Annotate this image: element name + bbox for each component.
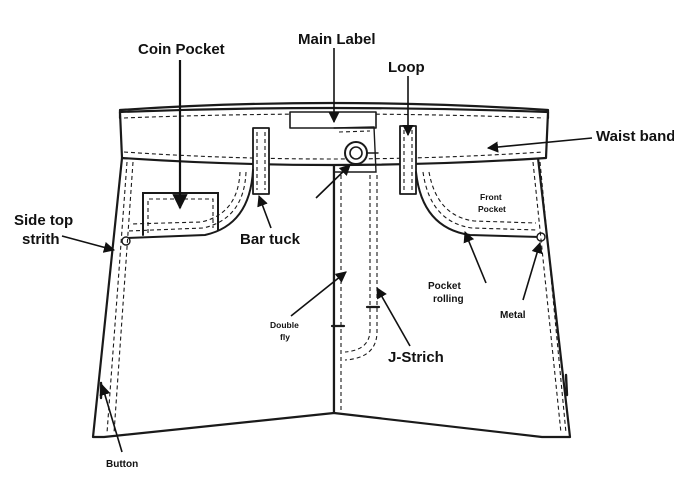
main-label: [289, 111, 377, 129]
left-front-pocket: [125, 169, 254, 239]
button-arrow-top: [315, 164, 351, 199]
label-coin-pocket: Coin Pocket: [138, 41, 225, 58]
label-waist-band: Waist band: [596, 128, 674, 145]
label-loop: Loop: [388, 59, 425, 76]
label-main-label: Main Label: [298, 31, 376, 48]
button-arrow-bottom: [99, 383, 123, 453]
label-j-stitch: J-Strich: [388, 349, 444, 366]
bar-tuck-arrow: [257, 194, 272, 229]
label-double-fly-1: Double: [270, 320, 299, 330]
label-pocket-rolling-2: rolling: [433, 294, 464, 305]
metal-arrow: [522, 241, 543, 301]
left-belt-loop: [252, 127, 270, 195]
label-front-pocket-1: Front: [480, 192, 502, 202]
left-rivet: [121, 236, 131, 246]
waistband: [118, 106, 550, 167]
pocket-rolling-arrow: [463, 230, 487, 284]
left-side-seam: [106, 161, 128, 434]
label-bar-tuck: Bar tuck: [240, 231, 301, 248]
label-metal: Metal: [500, 310, 526, 321]
double-fly-arrow: [290, 271, 347, 317]
label-front-pocket-2: Pocket: [478, 204, 506, 214]
label-pocket-rolling-1: Pocket: [428, 281, 461, 292]
label-button: Button: [106, 459, 138, 470]
fly-shield: [333, 126, 377, 173]
label-side-top-2: strith: [22, 231, 60, 248]
label-side-top-1: Side top: [14, 212, 73, 229]
j-stitch: [344, 175, 371, 353]
button-top: [344, 141, 368, 165]
label-double-fly-2: fly: [280, 332, 290, 342]
right-side-seam: [532, 161, 562, 434]
right-belt-loop: [399, 125, 417, 195]
waist-band-arrow: [486, 137, 593, 153]
j-stitch-arrow: [376, 287, 411, 347]
side-stitch-arrow: [61, 235, 116, 253]
